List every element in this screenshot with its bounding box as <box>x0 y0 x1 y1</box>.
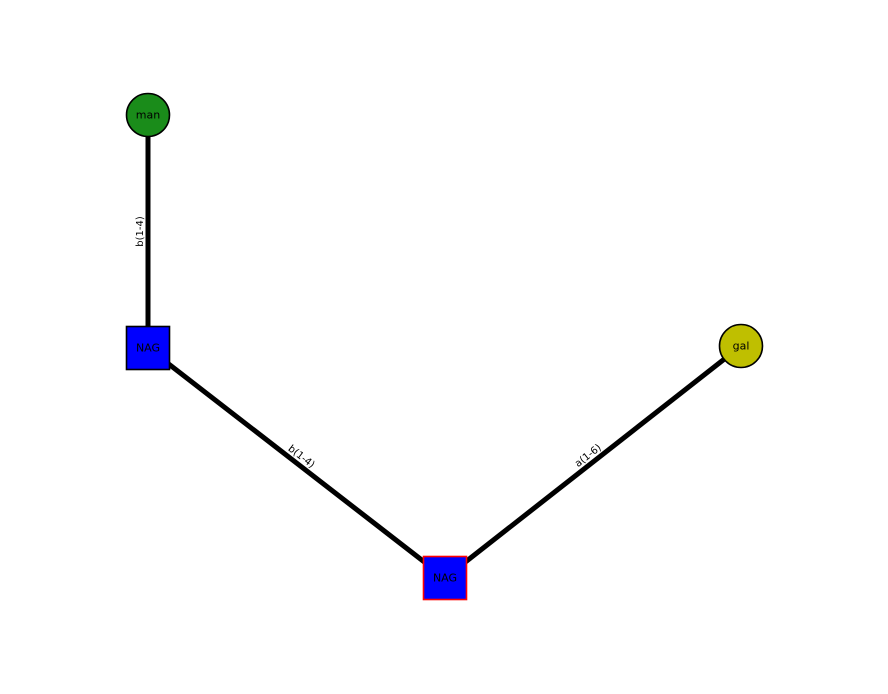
node-gal-circle <box>718 323 764 369</box>
edge-nag2-gal <box>443 344 743 580</box>
edge-label-man-nag1: b(1-4) <box>135 216 146 247</box>
node-label-nag1: NAG <box>136 342 160 355</box>
node-label-gal: gal <box>733 340 750 353</box>
edge-nag1-nag2 <box>146 346 447 580</box>
node-man-circle <box>125 92 171 138</box>
node-nag2-square <box>422 555 468 601</box>
node-label-man: man <box>136 109 160 122</box>
node-nag1-square <box>125 325 171 371</box>
node-label-nag2: NAG <box>433 572 457 585</box>
